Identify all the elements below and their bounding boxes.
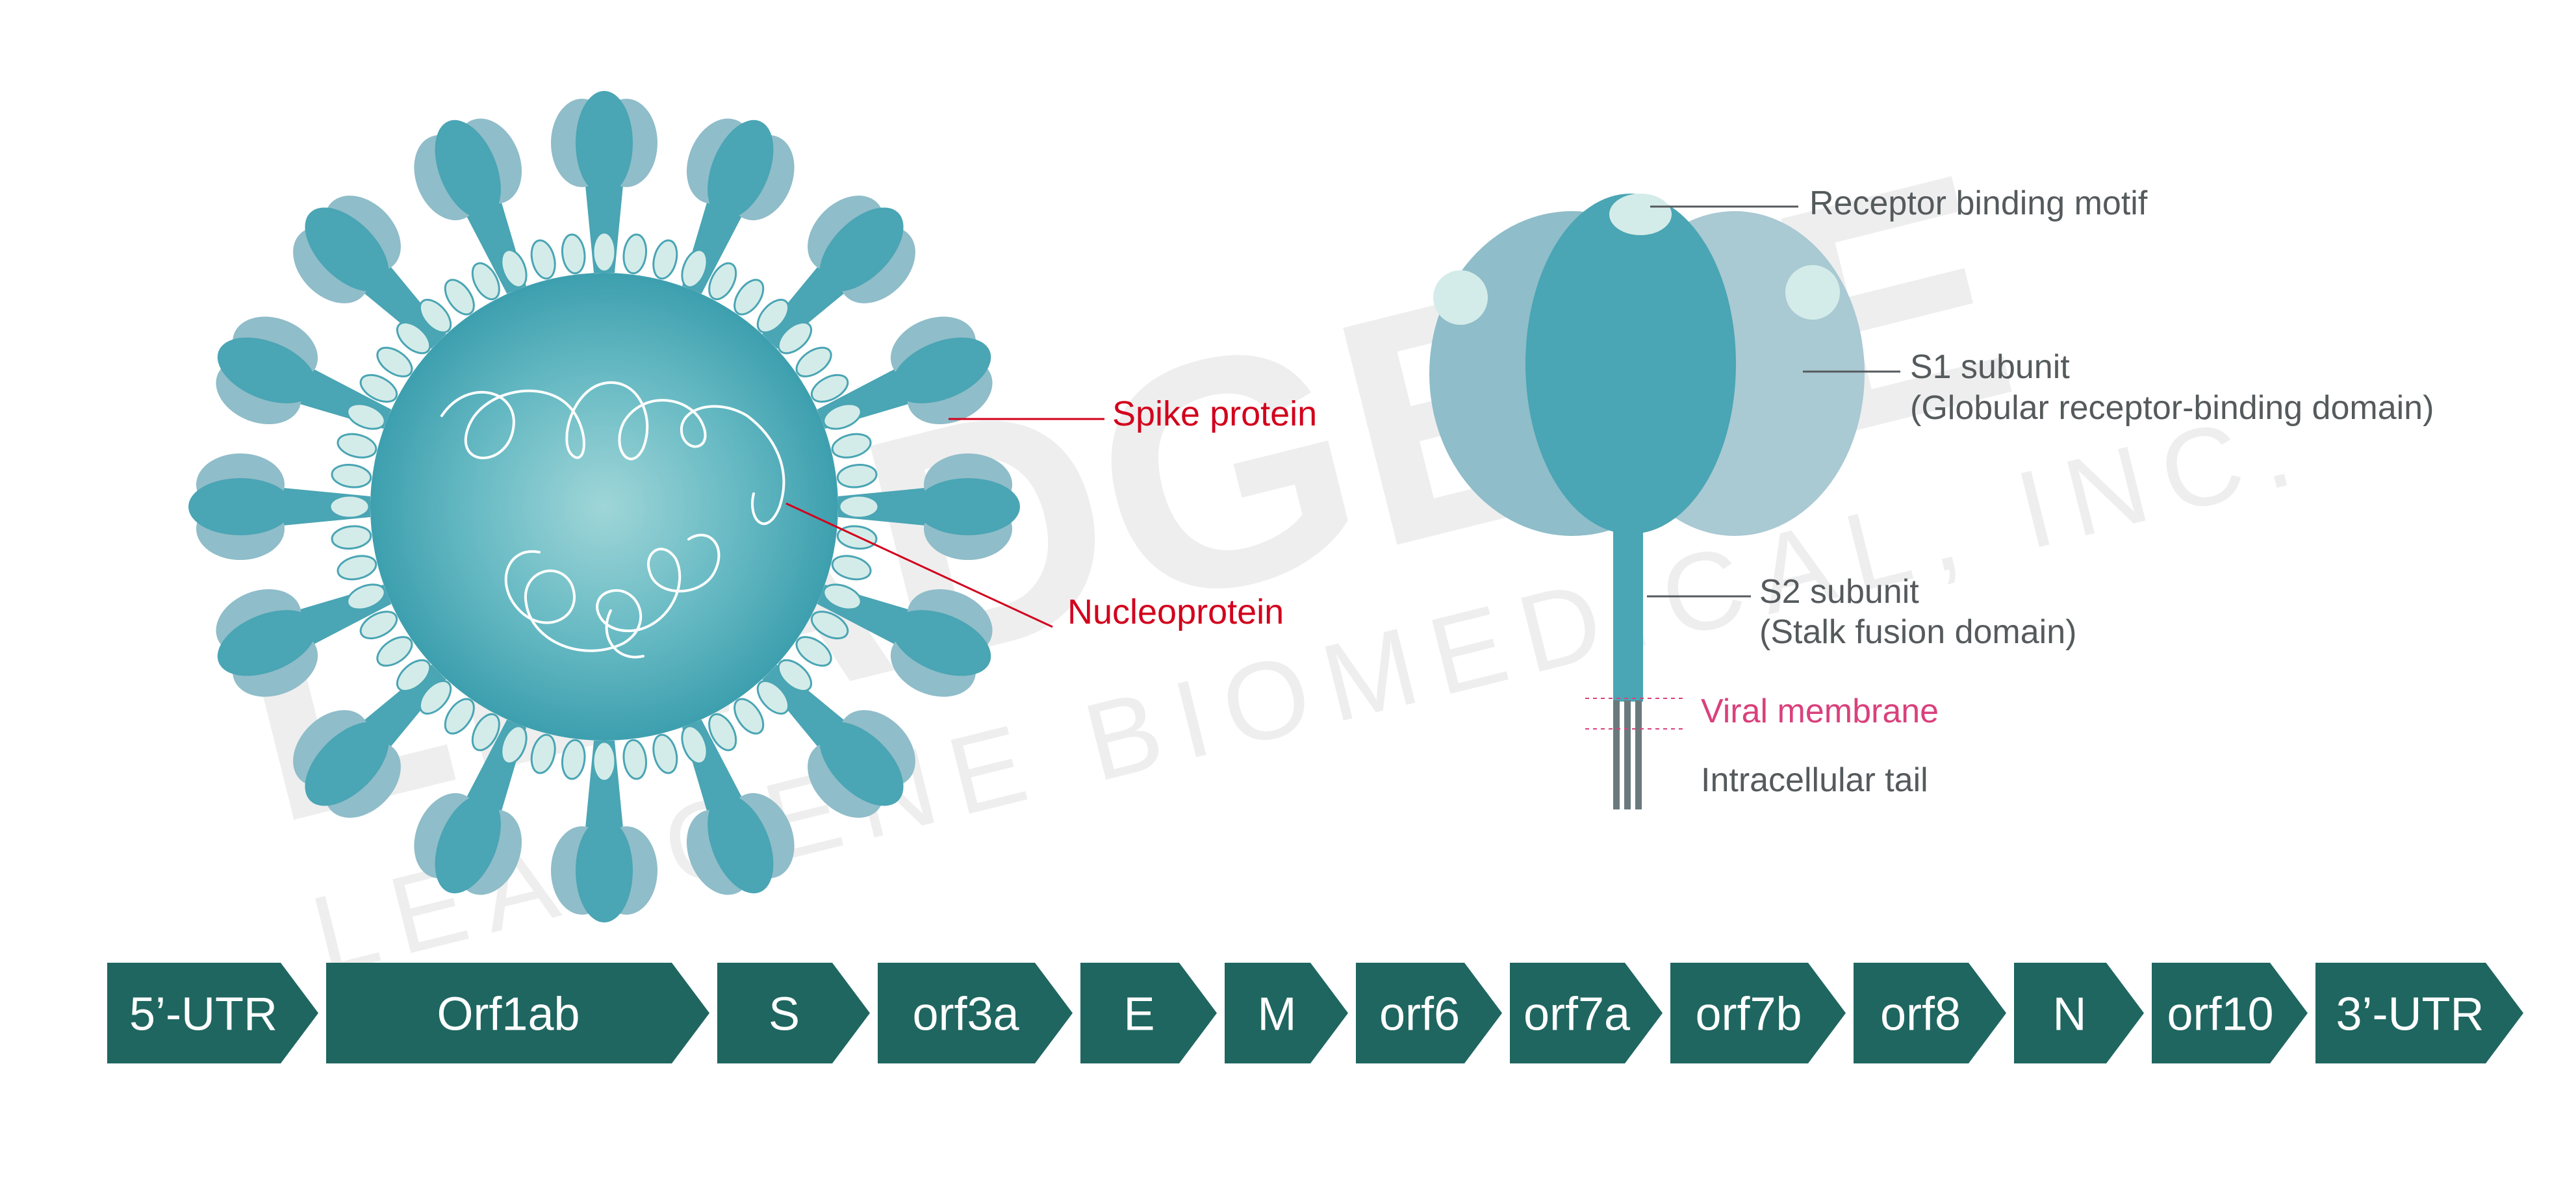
envelope-bead [528,238,559,281]
envelope-bead [330,496,369,518]
gene-label: E [1123,989,1154,1041]
gene-label: orf10 [2167,989,2273,1041]
s2-label: S2 subunit [1759,573,1919,611]
intracellular-tail [1613,700,1642,809]
gene-segment: 3’-UTR [2315,963,2523,1063]
gene-segment: orf7a [1510,963,1663,1063]
gene-segment: N [2014,963,2144,1063]
rbm-right [1785,265,1840,320]
gene-segment: orf8 [1854,963,2006,1063]
envelope-bead [839,496,878,518]
rbm-label: Receptor binding motif [1809,184,2148,222]
gene-label: orf6 [1379,989,1460,1041]
gene-segment: orf7b [1670,963,1846,1063]
viral-membrane-label: Viral membrane [1701,692,1939,730]
gene-label: S [769,989,800,1041]
gene-segment: E [1080,963,1217,1063]
gene-label: Orf1ab [437,989,580,1041]
gene-label: N [2053,989,2087,1041]
gene-segment: orf10 [2152,963,2308,1063]
envelope-bead [335,431,378,461]
envelope-bead [593,742,615,781]
gene-label: 5’-UTR [129,989,277,1041]
gene-label: M [1258,989,1297,1041]
nucleoprotein-label: Nucleoprotein [1067,592,1284,631]
rbm-top [1609,194,1672,235]
gene-label: orf8 [1880,989,1961,1041]
s1-sub-label: (Globular receptor-binding domain) [1910,389,2434,427]
gene-segment: S [717,963,870,1063]
s1-label: S1 subunit [1910,348,2070,386]
rbm-left [1433,270,1488,325]
intracellular-tail-label: Intracellular tail [1701,761,1928,799]
gene-segment: M [1225,963,1348,1063]
genome-map: 5’-UTR Orf1ab Sorf3a E Morf6 orf7a orf7b orf8 No… [107,963,2523,1063]
envelope-bead [622,233,648,275]
spike-protein-label: Spike protein [1112,394,1317,433]
gene-segment: Orf1ab [326,963,709,1063]
gene-segment: orf3a [878,963,1073,1063]
envelope-bead [331,463,372,489]
gene-label: orf7b [1695,989,1802,1041]
gene-segment: orf6 [1356,963,1502,1063]
gene-label: 3’-UTR [2336,989,2484,1041]
s2-stalk [1613,507,1643,702]
virus-particle [188,91,1020,922]
s2-sub-label: (Stalk fusion domain) [1759,613,2076,651]
virion-core [370,273,838,741]
envelope-bead [560,233,587,275]
central-head [1525,194,1736,534]
gene-label: orf7a [1524,989,1631,1041]
envelope-bead [593,233,615,272]
gene-segment: 5’-UTR [107,963,318,1063]
envelope-bead [650,238,680,281]
gene-label: orf3a [912,989,1019,1041]
